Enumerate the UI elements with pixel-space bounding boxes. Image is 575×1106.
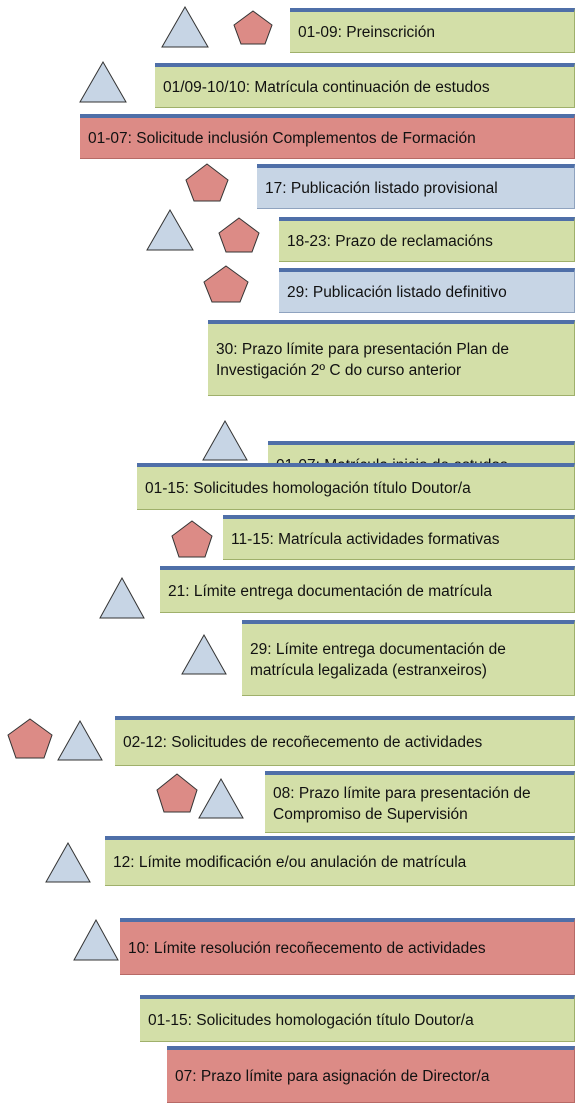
pentagon-icon xyxy=(185,163,229,202)
triangle-icon xyxy=(79,60,127,103)
event-bar-homologacion-2: 01-15: Solicitudes homologación título D… xyxy=(140,995,575,1042)
event-label: 01-15: Solicitudes homologación título D… xyxy=(148,1011,474,1029)
event-label: 30: Prazo límite para presentación Plan … xyxy=(216,340,509,379)
event-bar-asignacion-director: 07: Prazo límite para asignación de Dire… xyxy=(167,1046,575,1103)
pentagon-icon xyxy=(233,10,273,45)
triangle-icon xyxy=(57,719,103,761)
event-label: 01-07: Solicitude inclusión Complementos… xyxy=(88,129,476,147)
event-bar-anulacion-matricula: 12: Límite modificación e/ou anulación d… xyxy=(105,836,575,886)
event-bar-complementos-formacion: 01-07: Solicitude inclusión Complementos… xyxy=(80,114,575,159)
triangle-icon xyxy=(99,576,145,619)
event-label: 01-09: Preinscrición xyxy=(298,23,435,41)
triangle-icon xyxy=(202,419,248,461)
event-bar-documentacion-legalizada: 29: Límite entrega documentación de matr… xyxy=(242,620,575,696)
pentagon-icon xyxy=(171,520,213,558)
event-bar-actividades-formativas: 11-15: Matrícula actividades formativas xyxy=(223,515,575,560)
event-label: 10: Límite resolución recoñecemento de a… xyxy=(128,939,486,957)
triangle-icon xyxy=(181,633,227,675)
event-bar-homologacion-1: 01-15: Solicitudes homologación título D… xyxy=(137,463,575,510)
event-label: 07: Prazo límite para asignación de Dire… xyxy=(175,1067,490,1085)
event-label: 29: Publicación listado definitivo xyxy=(287,283,507,301)
triangle-icon xyxy=(146,208,194,251)
event-label: 12: Límite modificación e/ou anulación d… xyxy=(113,854,467,871)
event-label: 18-23: Prazo de reclamacións xyxy=(287,232,493,250)
event-bar-compromiso-supervision: 08: Prazo límite para presentación de Co… xyxy=(265,771,575,833)
triangle-icon xyxy=(161,5,209,48)
event-bar-resolucion-reconecemento: 10: Límite resolución recoñecemento de a… xyxy=(120,918,575,975)
triangle-icon xyxy=(198,777,244,819)
event-label: 01/09-10/10: Matrícula continuación de e… xyxy=(163,78,490,96)
event-bar-reconecemento-actividades: 02-12: Solicitudes de recoñecemento de a… xyxy=(115,716,575,766)
event-label: 01-15: Solicitudes homologación título D… xyxy=(145,479,471,497)
event-label: 21: Límite entrega documentación de matr… xyxy=(168,582,492,600)
pentagon-icon xyxy=(218,217,260,253)
event-bar-prazo-reclamacions: 18-23: Prazo de reclamacións xyxy=(279,217,575,262)
event-label: 02-12: Solicitudes de recoñecemento de a… xyxy=(123,734,483,751)
event-bar-documentacion-matricula: 21: Límite entrega documentación de matr… xyxy=(160,566,575,613)
event-label: 17: Publicación listado provisional xyxy=(265,179,498,197)
pentagon-icon xyxy=(7,718,53,759)
pentagon-icon xyxy=(203,265,249,303)
event-label: 29: Límite entrega documentación de matr… xyxy=(250,640,506,679)
event-bar-matricula-continuacion: 01/09-10/10: Matrícula continuación de e… xyxy=(155,63,575,108)
event-bar-listado-definitivo: 29: Publicación listado definitivo xyxy=(279,268,575,313)
event-label: 11-15: Matrícula actividades formativas xyxy=(231,530,500,548)
event-bar-listado-provisional: 17: Publicación listado provisional xyxy=(257,164,575,209)
event-bar-plan-investigacion: 30: Prazo límite para presentación Plan … xyxy=(208,320,575,396)
event-bar-preinscricion: 01-09: Preinscrición xyxy=(290,8,575,53)
event-label: 08: Prazo límite para presentación de Co… xyxy=(273,784,531,823)
pentagon-icon xyxy=(156,773,198,813)
triangle-icon xyxy=(73,918,119,961)
triangle-icon xyxy=(45,841,91,883)
